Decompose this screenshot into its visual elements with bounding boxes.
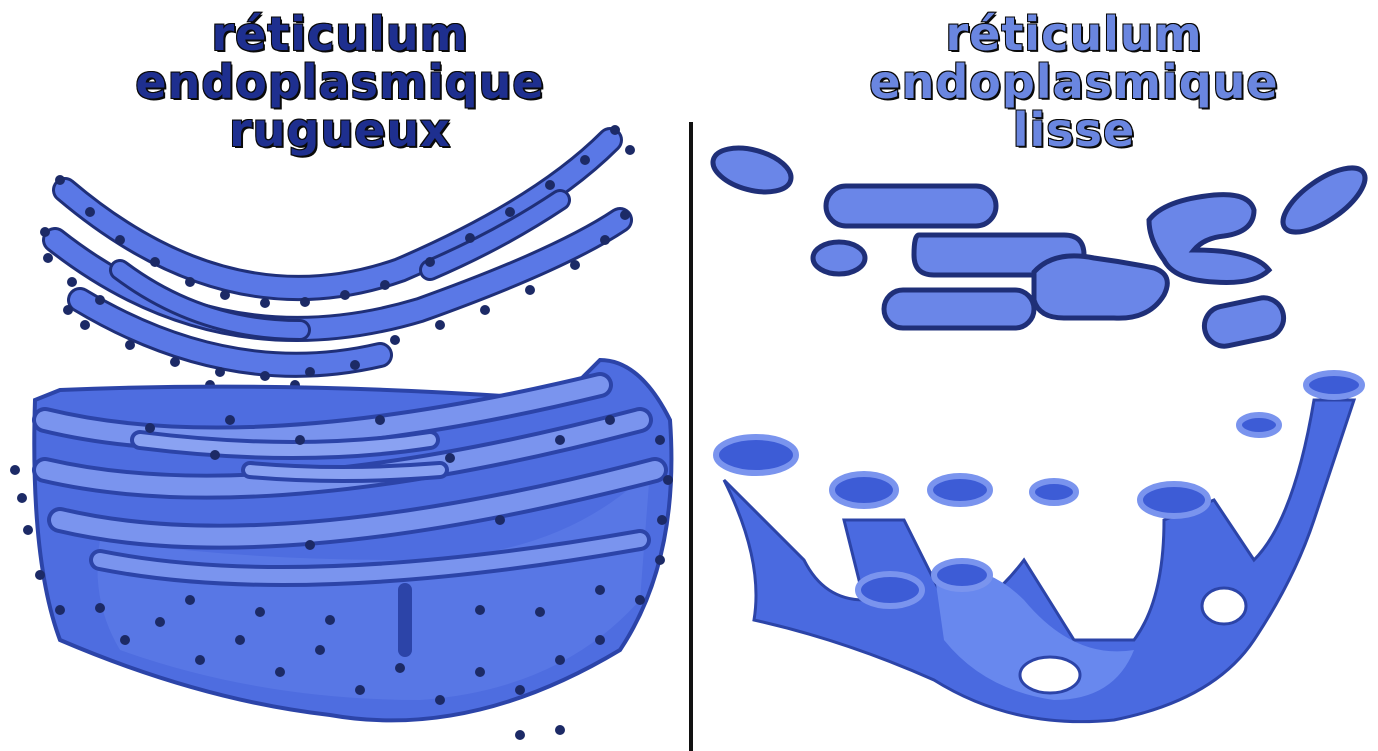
smooth-er-panel: réticulum endoplasmique lisse bbox=[694, 0, 1378, 751]
rough-er-3d-block bbox=[34, 360, 671, 720]
panel-divider bbox=[689, 122, 693, 751]
smooth-er-3d-network bbox=[724, 400, 1354, 722]
rough-er-panel: réticulum endoplasmique rugueux bbox=[0, 0, 690, 751]
smooth-er-tubule-section bbox=[708, 140, 1375, 350]
rough-er-illustration bbox=[0, 0, 690, 751]
rough-er-cisternae-section bbox=[55, 140, 620, 365]
smooth-er-illustration bbox=[694, 0, 1378, 751]
